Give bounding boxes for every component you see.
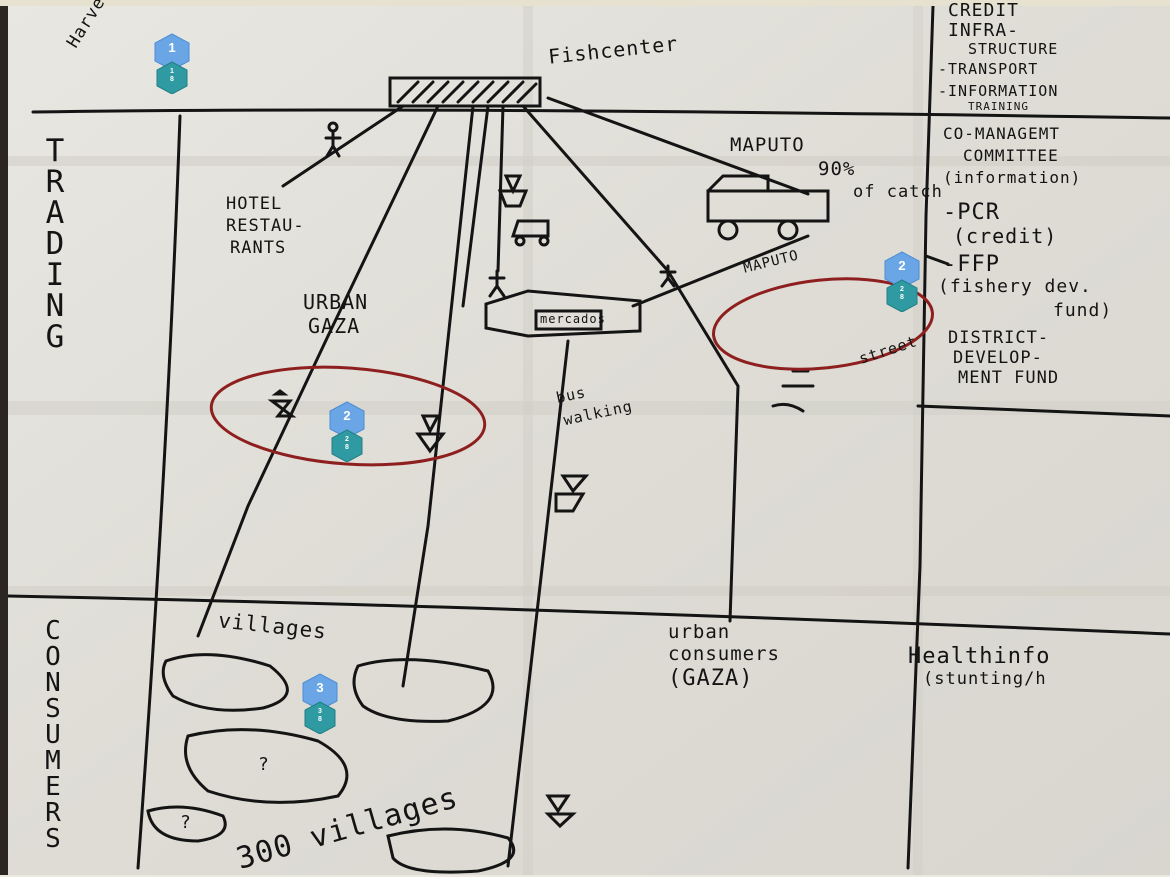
trading-letter: A	[45, 195, 65, 231]
consumers-letter: E	[45, 772, 61, 802]
map-marker-2b[interactable]: 2 2 8	[320, 400, 374, 462]
urban-consumers-label-cont: consumers	[668, 643, 780, 665]
consumers-letter: S	[45, 694, 61, 724]
marker-number: 2	[898, 258, 906, 273]
health-info-label: Healthinfo	[908, 644, 1051, 669]
map-marker-1[interactable]: 1 1 8	[145, 32, 199, 94]
mercados-label: mercados	[540, 312, 606, 326]
stunting-label: (stunting/h	[923, 669, 1047, 689]
percent-catch-label: 90%	[818, 158, 856, 180]
information-note: (information)	[943, 168, 1082, 187]
trading-letter: T	[45, 133, 65, 169]
ffp-description-cont: fund)	[1053, 300, 1113, 321]
consumers-letter: U	[45, 720, 61, 750]
pcr-credit-label: (credit)	[953, 224, 1058, 248]
of-catch-label: of catch	[853, 182, 943, 202]
marker-sub: 1 8	[170, 68, 174, 83]
trading-letter: N	[45, 288, 65, 324]
trading-letter: I	[45, 257, 65, 293]
consumers-letter: N	[45, 668, 61, 698]
infrastructure-label: INFRA-	[948, 20, 1020, 41]
urban-gaza-label: URBAN	[303, 290, 369, 314]
infrastructure-label-cont: STRUCTURE	[968, 40, 1059, 58]
consumers-label: C O N S U M E R S	[36, 618, 70, 852]
consumers-letter: S	[45, 824, 61, 854]
marker-sub: 2 8	[900, 286, 904, 301]
hotel-label: HOTEL	[226, 194, 283, 214]
marker-number: 1	[168, 40, 176, 55]
information-label: -INFORMATION	[938, 82, 1059, 100]
urban-gaza-label-cont: GAZA	[308, 314, 361, 338]
ment-fund-label: MENT FUND	[958, 368, 1060, 388]
restaurants-label: RESTAU-	[226, 216, 305, 236]
consumers-letter: R	[45, 798, 61, 828]
map-pin-icon	[302, 673, 338, 734]
training-label: TRAINING	[968, 100, 1029, 113]
co-management-label: CO-MANAGEMT	[943, 124, 1060, 143]
consumers-letter: M	[45, 746, 61, 776]
consumers-letter: C	[45, 616, 61, 646]
viewer-left-border	[0, 6, 8, 875]
marker-sub: 3 8	[318, 708, 322, 723]
maputo-label: MAPUTO	[730, 134, 805, 156]
map-drawing	[8, 6, 1170, 875]
marker-sub: 2 8	[345, 436, 349, 451]
hand-drawn-map-photo: T R A D I N G C O N S U M E R S Harvesti…	[8, 0, 1170, 877]
trading-label: T R A D I N G	[38, 136, 72, 353]
credit-label: CREDIT	[948, 0, 1020, 21]
unknown-village-mark: ?	[258, 754, 270, 775]
pcr-label: -PCR	[943, 200, 1000, 225]
committee-label: COMMITTEE	[963, 146, 1059, 165]
map-marker-3[interactable]: 3 3 8	[293, 672, 347, 734]
map-pin-icon	[884, 251, 920, 312]
marker-number: 2	[343, 408, 351, 423]
develop-label: DEVELOP-	[953, 348, 1043, 368]
trading-letter: R	[45, 164, 65, 200]
unknown-village-mark: ?	[180, 812, 192, 833]
district-label: DISTRICT-	[948, 328, 1050, 348]
ffp-description: (fishery dev.	[938, 276, 1092, 297]
trading-letter: D	[45, 226, 65, 262]
map-marker-2[interactable]: 2 2 8	[875, 250, 929, 312]
map-pin-icon	[154, 33, 190, 94]
urban-consumers-label: urban	[668, 621, 731, 643]
consumers-letter: O	[45, 642, 61, 672]
ffp-label: -FFP	[943, 252, 1000, 277]
marker-number: 3	[316, 680, 324, 695]
trading-letter: G	[45, 319, 65, 355]
map-pin-icon	[329, 401, 365, 462]
urban-consumers-gaza-label: (GAZA)	[668, 666, 754, 691]
restaurants-label-cont: RANTS	[230, 238, 287, 258]
transport-label: -TRANSPORT	[938, 60, 1039, 78]
